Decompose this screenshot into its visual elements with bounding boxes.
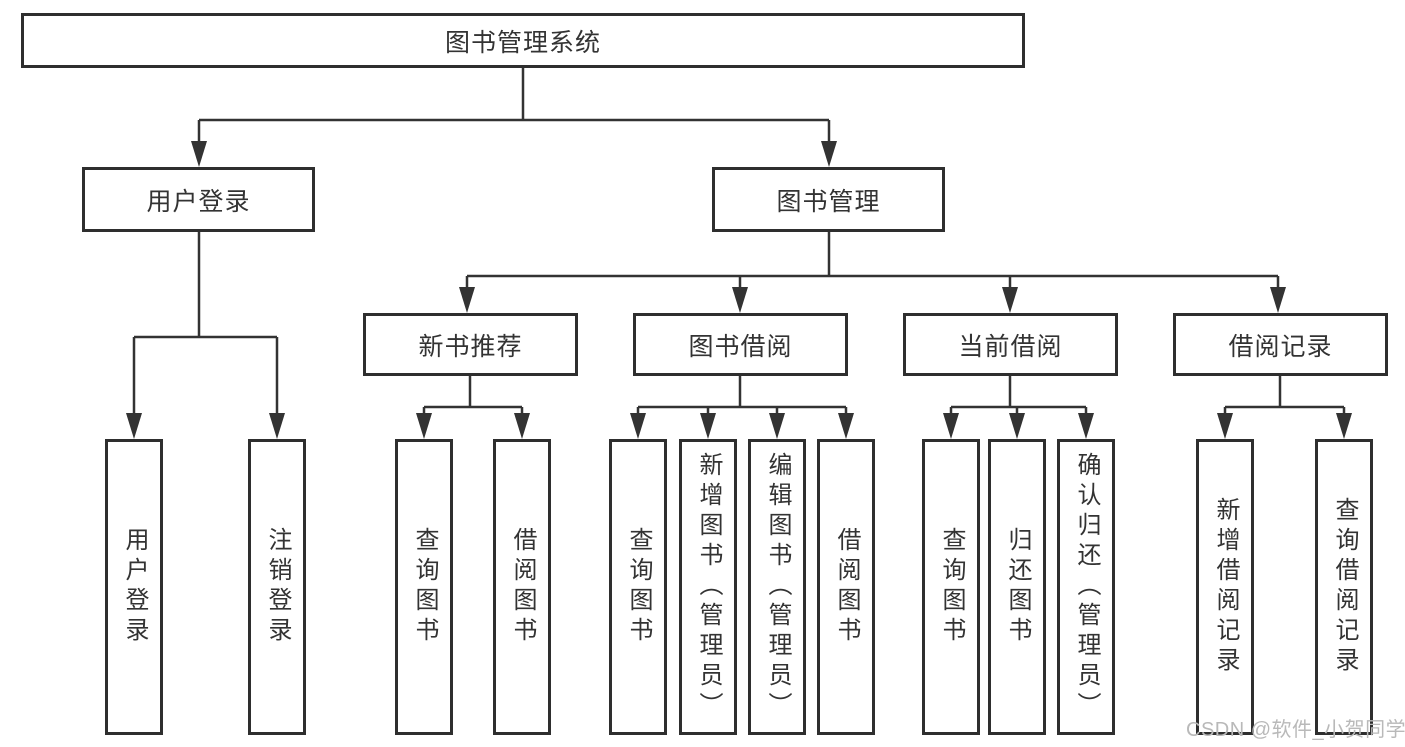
node-book-borrowing-label: 图书借阅 [688,332,793,361]
csdn-watermark: CSDN @软件_小贺同学 [1186,719,1405,741]
node-current-borrowing-label: 当前借阅 [958,332,1063,361]
leaf-query-books-current: 查询图书 [922,439,980,735]
leaf-edit-book-admin: 编辑图书（管理员） [748,439,806,735]
leaf-query-borrow-record-label: 查询借阅记录 [1331,497,1358,677]
leaf-add-borrow-record: 新增借阅记录 [1196,439,1254,735]
leaf-query-books-recommend-label: 查询图书 [411,527,438,647]
node-new-book-recommend-label: 新书推荐 [418,332,523,361]
leaf-return-book-label: 归还图书 [1004,527,1031,647]
node-borrowing-records: 借阅记录 [1173,313,1388,376]
leaf-add-borrow-record-label: 新增借阅记录 [1212,497,1239,677]
leaf-logout-label: 注销登录 [264,527,291,647]
node-user-login-label: 用户登录 [146,187,251,216]
node-root-system-label: 图书管理系统 [444,28,601,57]
leaf-user-login-label: 用户登录 [121,527,148,647]
leaf-logout: 注销登录 [248,439,306,735]
leaf-borrow-books-borrowing-label: 借阅图书 [833,527,860,647]
leaf-add-book-admin-label: 新增图书（管理员） [695,452,722,722]
leaf-borrow-books-recommend: 借阅图书 [493,439,551,735]
leaf-return-book: 归还图书 [988,439,1046,735]
leaf-query-books-recommend: 查询图书 [395,439,453,735]
leaf-user-login: 用户登录 [105,439,163,735]
node-book-borrowing: 图书借阅 [633,313,848,376]
leaf-confirm-return-admin: 确认归还（管理员） [1057,439,1115,735]
leaf-query-borrow-record: 查询借阅记录 [1315,439,1373,735]
leaf-query-books-current-label: 查询图书 [938,527,965,647]
node-book-management-label: 图书管理 [776,187,881,216]
node-borrowing-records-label: 借阅记录 [1228,332,1333,361]
leaf-query-books-borrowing-label: 查询图书 [625,527,652,647]
leaf-borrow-books-borrowing: 借阅图书 [817,439,875,735]
leaf-borrow-books-recommend-label: 借阅图书 [509,527,536,647]
node-user-login: 用户登录 [82,167,315,232]
node-book-management: 图书管理 [712,167,945,232]
leaf-confirm-return-admin-label: 确认归还（管理员） [1073,452,1100,722]
leaf-add-book-admin: 新增图书（管理员） [679,439,737,735]
node-root-system: 图书管理系统 [21,13,1025,68]
leaf-query-books-borrowing: 查询图书 [609,439,667,735]
node-new-book-recommend: 新书推荐 [363,313,578,376]
node-current-borrowing: 当前借阅 [903,313,1118,376]
leaf-edit-book-admin-label: 编辑图书（管理员） [764,452,791,722]
